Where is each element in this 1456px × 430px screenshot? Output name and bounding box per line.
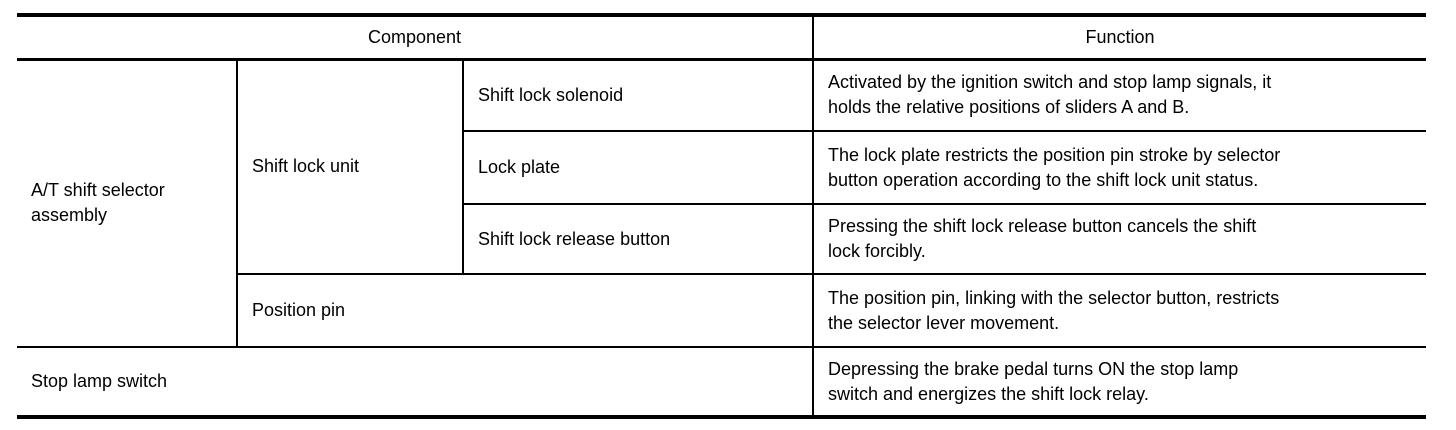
table-row-position-pin: Position pin The position pin, linking w…: [17, 273, 1427, 348]
table-header-row: Component Function: [17, 15, 1427, 61]
cell-component-assembly: A/T shift selector assembly: [17, 58, 238, 348]
table-row-shift-lock-solenoid: A/T shift selector assembly Shift lock u…: [17, 58, 1427, 348]
cell-function: Depressing the brake pedal turns ON the …: [812, 346, 1427, 418]
function-text-line: button operation according to the shift …: [828, 169, 1259, 190]
function-text-line: the selector lever movement.: [828, 312, 1060, 333]
function-text-line: Depressing the brake pedal turns ON the …: [828, 358, 1239, 379]
cell-function: Activated by the ignition switch and sto…: [812, 58, 1427, 132]
table-row-lock-plate: Lock plate The lock plate restricts the …: [17, 130, 1427, 205]
function-text-line: The lock plate restricts the position pi…: [828, 144, 1281, 165]
component-function-table: Component Function A/T shift selector as…: [17, 13, 1427, 419]
function-text-line: Activated by the ignition switch and sto…: [828, 72, 1272, 93]
table-row-shift-lock-release-button: Shift lock release button Pressing the s…: [17, 203, 1427, 275]
cell-function: The position pin, linking with the selec…: [812, 273, 1427, 348]
cell-function: Pressing the shift lock release button c…: [812, 203, 1427, 275]
function-text-line: switch and energizes the shift lock rela…: [828, 383, 1149, 404]
function-text-line: holds the relative positions of sliders …: [828, 97, 1190, 118]
function-text-line: The position pin, linking with the selec…: [828, 287, 1280, 308]
cell-component-part: Shift lock release button: [461, 203, 815, 275]
cell-component-part: Shift lock solenoid: [461, 58, 815, 132]
cell-function: The lock plate restricts the position pi…: [812, 130, 1427, 205]
cell-component-part: Lock plate: [461, 130, 815, 205]
cell-component-part: Stop lamp switch: [17, 346, 815, 418]
function-text-line: lock forcibly.: [828, 241, 926, 261]
cell-component-part: Position pin: [235, 273, 815, 348]
column-header-component: Component: [17, 15, 815, 61]
cell-component-group: Shift lock unit: [236, 58, 464, 275]
table-row-stop-lamp-switch: Stop lamp switch Depressing the brake pe…: [17, 346, 1427, 418]
column-header-function: Function: [812, 15, 1427, 61]
function-text-line: Pressing the shift lock release button c…: [828, 216, 1257, 236]
